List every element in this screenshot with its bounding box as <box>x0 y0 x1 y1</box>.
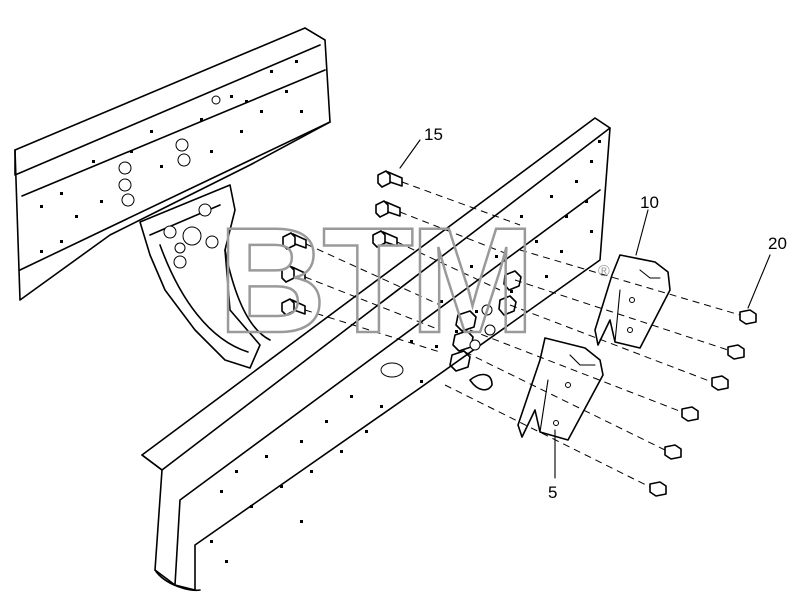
watermark-text: BTM <box>218 196 531 364</box>
callout-20: 20 <box>747 234 787 309</box>
btm-watermark: BTM ® <box>217 195 610 366</box>
bracket-item-5 <box>517 337 604 441</box>
callout-5-label: 5 <box>548 483 557 502</box>
upper-rail-holes <box>40 60 303 253</box>
callout-15-label: 15 <box>424 125 443 144</box>
callout-15: 15 <box>399 125 443 169</box>
callout-20-label: 20 <box>768 234 787 253</box>
cross-member-gusset <box>139 184 271 369</box>
callout-10-label: 10 <box>640 193 659 212</box>
main-frame-rail <box>141 117 611 592</box>
assembly-lines <box>304 181 741 488</box>
callout-10: 10 <box>635 193 659 256</box>
nuts-item-20 <box>649 309 757 497</box>
rail-bolt-heads <box>449 270 522 391</box>
watermark-registered-mark: ® <box>598 263 610 280</box>
callout-5: 5 <box>548 429 557 502</box>
main-rail-holes <box>210 140 601 563</box>
bracket-item-10 <box>594 254 671 349</box>
upper-frame-rail <box>14 27 331 301</box>
